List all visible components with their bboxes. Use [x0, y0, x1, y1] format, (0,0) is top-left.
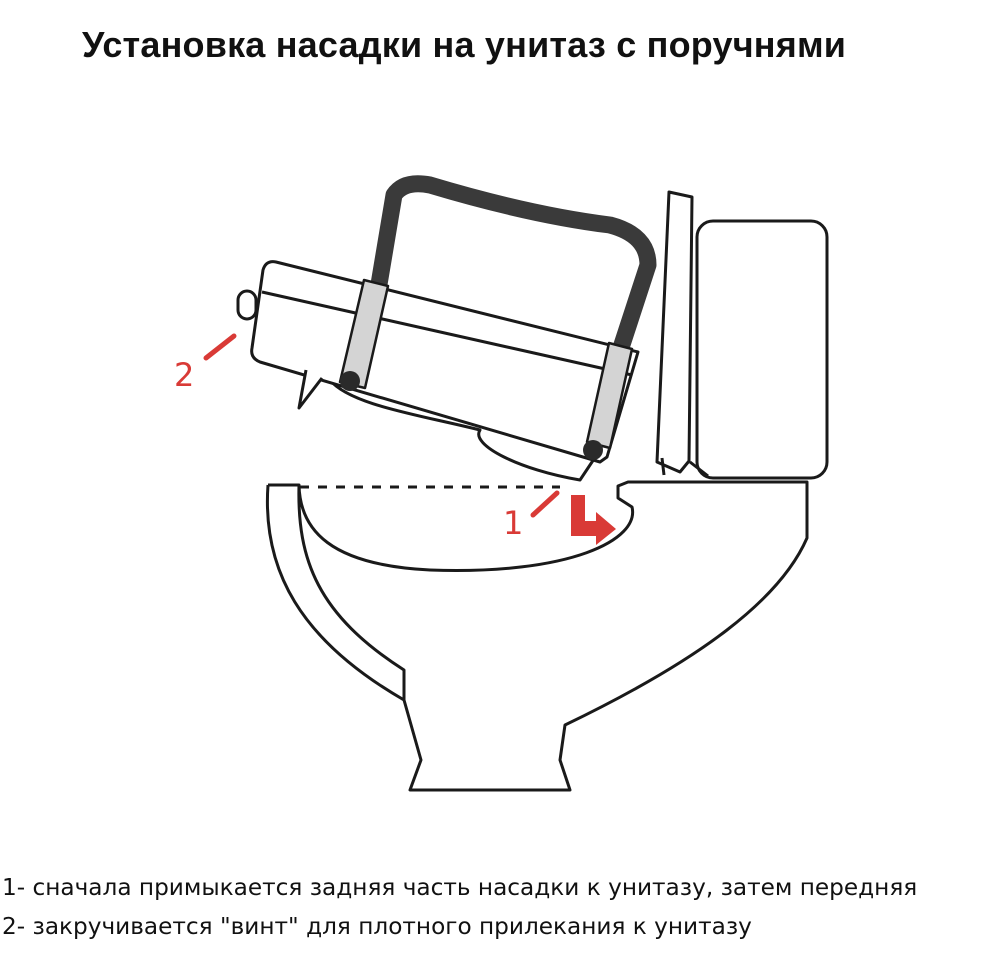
strap-left-end [340, 371, 360, 391]
handle-bar [364, 175, 657, 369]
front-spike [297, 369, 324, 410]
callout-2-leader [203, 333, 237, 361]
note-step-1: 1- сначала примыкается задняя часть наса… [2, 874, 918, 901]
lid-hinge [660, 457, 709, 478]
callout-1: 1 [503, 490, 616, 545]
strap-right-end [583, 440, 603, 460]
seat-raiser [236, 175, 657, 482]
direction-arrow-icon [571, 495, 616, 545]
note-step-2: 2- закручивается "винт" для плотного при… [2, 913, 752, 940]
toilet-lid [655, 190, 694, 474]
toilet-tank [695, 219, 829, 480]
callout-1-leader [530, 490, 560, 518]
instruction-notes: 1- сначала примыкается задняя часть наса… [2, 868, 998, 946]
raiser-edge [261, 290, 633, 377]
screw-knob [236, 289, 258, 321]
raiser-skirt [328, 379, 602, 482]
page-title: Установка насадки на унитаз с поручнями [82, 24, 847, 65]
strap-left [338, 278, 390, 390]
strap-right [585, 341, 634, 450]
callout-2-number: 2 [174, 356, 194, 394]
callout-1-number: 1 [503, 504, 523, 542]
toilet [265, 190, 829, 792]
toilet-bowl [265, 480, 809, 792]
callout-2: 2 [174, 333, 237, 394]
